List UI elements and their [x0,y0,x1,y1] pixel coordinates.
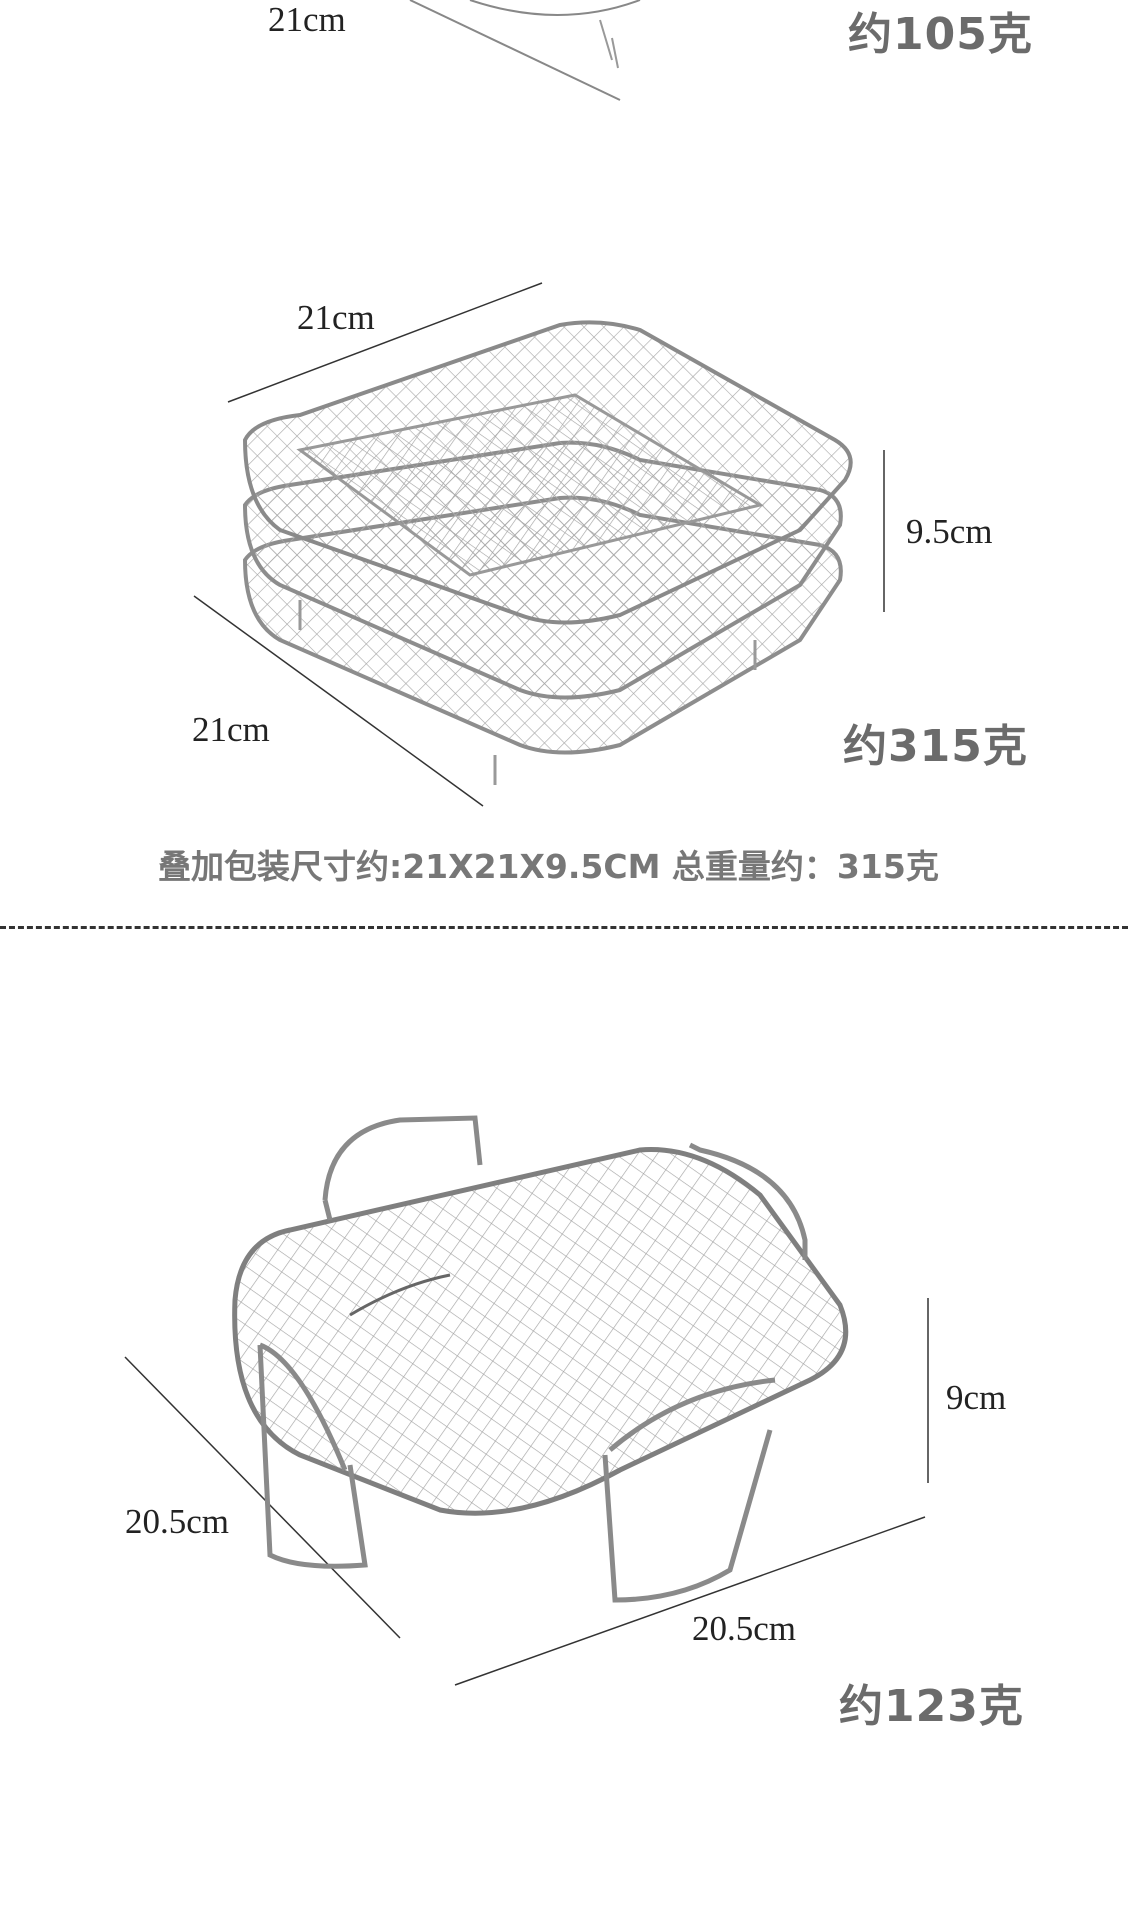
width-dimension-label: 21cm [268,0,346,39]
rack-height-dimension-label: 9cm [946,1378,1007,1417]
weight-label: 约315克 [843,721,1028,772]
rack-image [232,1115,849,1603]
top-dimension-line [227,282,543,403]
top-width-dimension-label: 21cm [297,298,375,337]
height-dimension-label: 9.5cm [906,512,993,551]
basket-top-remnant [409,0,641,101]
rack-weight-label: 约123克 [839,1681,1024,1732]
depth-dimension-label: 21cm [192,710,270,749]
rack-width-dimension-label: 20.5cm [692,1609,797,1648]
rack-width-dimension-line [454,1516,926,1686]
stacked-baskets-image [242,320,853,785]
weight-label: 约105克 [848,9,1033,60]
rack-depth-dimension-label: 20.5cm [125,1502,230,1541]
section-divider [0,926,1128,929]
depth-dimension-line [193,595,484,807]
rack-depth-dimension-line [124,1356,401,1639]
package-size-caption: 叠加包装尺寸约:21X21X9.5CM 总重量约：315克 [158,847,939,886]
